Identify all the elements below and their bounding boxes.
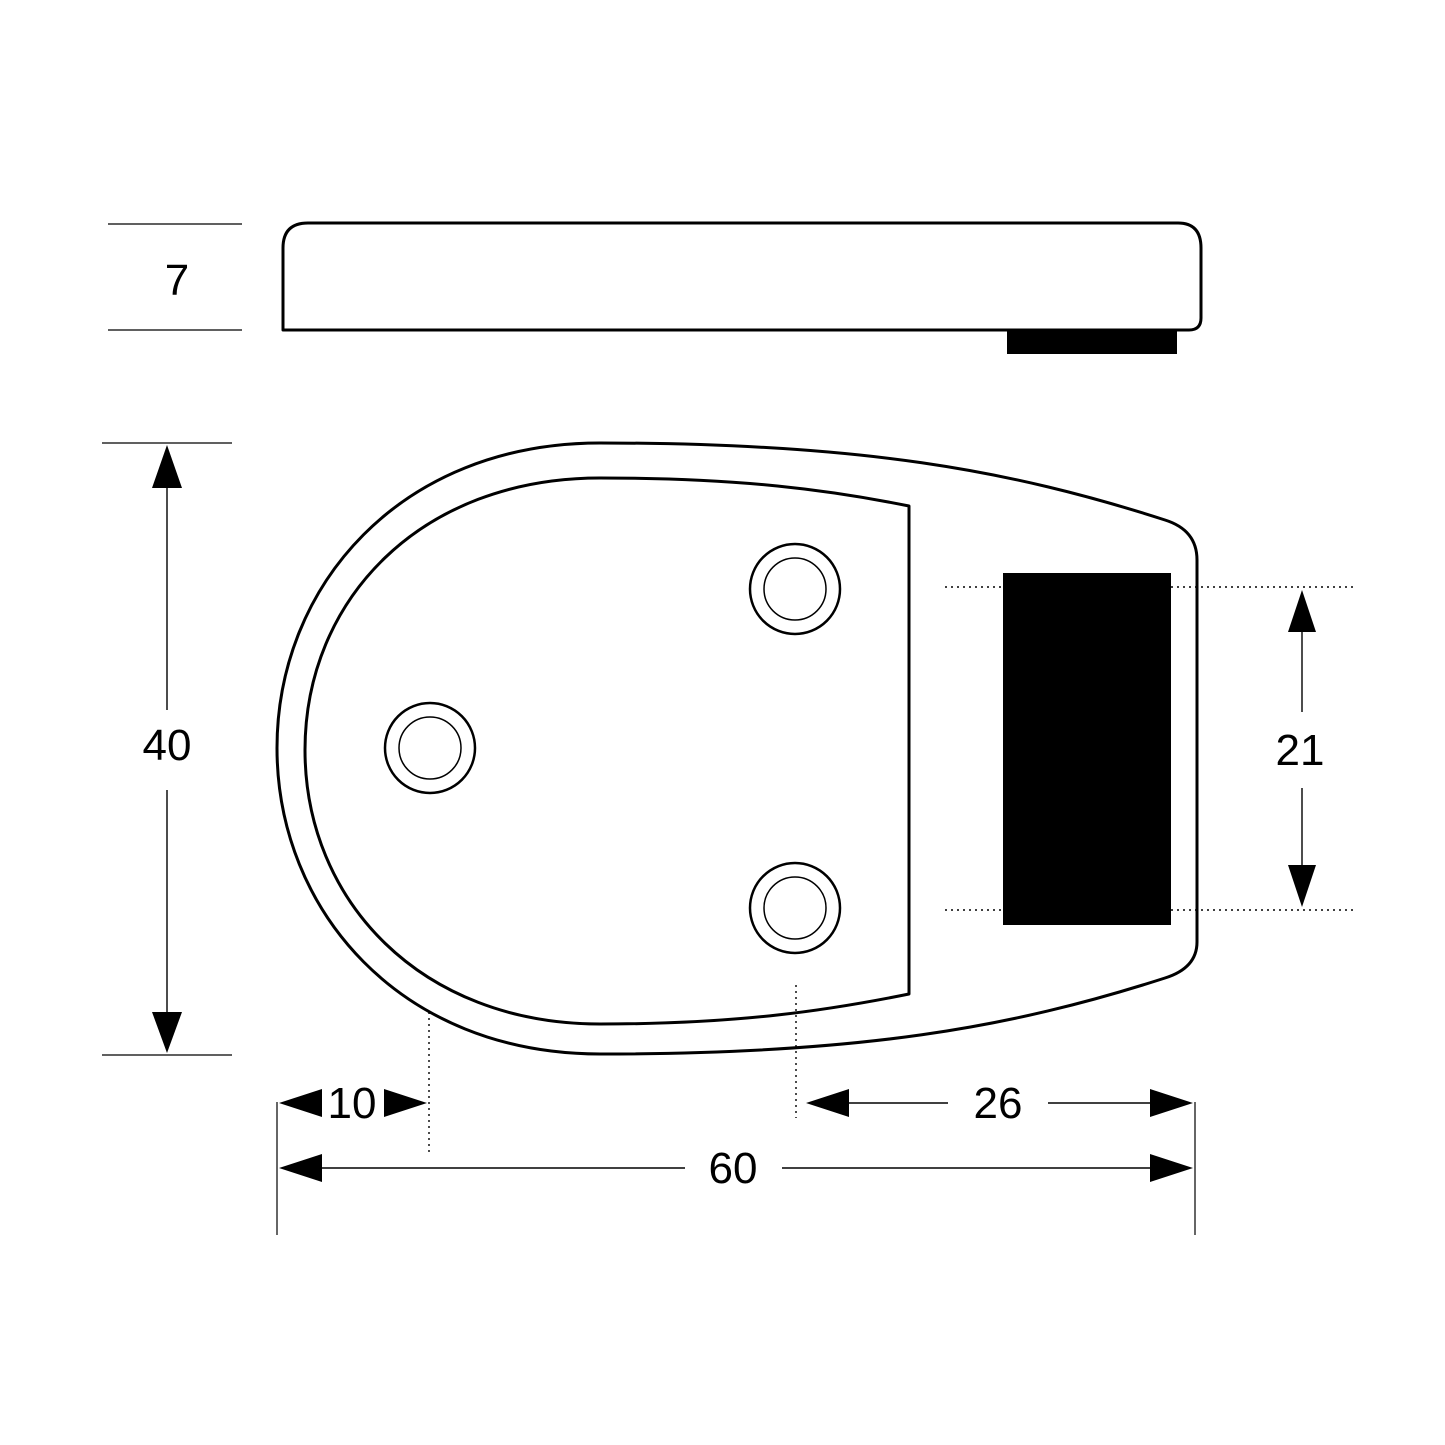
side-view-pad bbox=[1007, 331, 1177, 354]
pad-height-dimension: 21 bbox=[945, 586, 1355, 911]
rubber-pad bbox=[1003, 573, 1171, 925]
side-view-body bbox=[281, 221, 1203, 332]
pad-offset-label: 26 bbox=[974, 1079, 1023, 1128]
bottom-dimensions: 10 26 60 bbox=[276, 985, 1196, 1235]
pad-height-label: 21 bbox=[1276, 726, 1325, 775]
height-arrow-down bbox=[152, 1012, 182, 1053]
top-view bbox=[275, 441, 1199, 1056]
length-label: 60 bbox=[709, 1144, 758, 1193]
length-arrow-right bbox=[1150, 1154, 1193, 1182]
side-view: 7 bbox=[108, 221, 1203, 354]
height-arrow-up bbox=[152, 445, 182, 488]
thickness-label: 7 bbox=[165, 256, 189, 305]
screw-hole-bottom bbox=[748, 861, 842, 955]
screw-hole-left bbox=[383, 701, 477, 795]
nose-offset-arrow-left bbox=[279, 1089, 322, 1117]
height-label: 40 bbox=[143, 721, 192, 770]
nose-offset-arrow-right bbox=[384, 1089, 427, 1117]
pad-offset-arrow-left bbox=[806, 1089, 849, 1117]
nose-offset-label: 10 bbox=[328, 1079, 377, 1128]
pad-offset-arrow-right bbox=[1150, 1089, 1193, 1117]
length-arrow-left bbox=[279, 1154, 322, 1182]
pad-height-arrow-up bbox=[1288, 590, 1316, 632]
plate-outline bbox=[275, 441, 1199, 1056]
height-dimension: 40 bbox=[102, 442, 232, 1056]
screw-hole-top bbox=[748, 542, 842, 636]
pad-height-arrow-down bbox=[1288, 865, 1316, 907]
recess-outline bbox=[303, 476, 911, 1026]
